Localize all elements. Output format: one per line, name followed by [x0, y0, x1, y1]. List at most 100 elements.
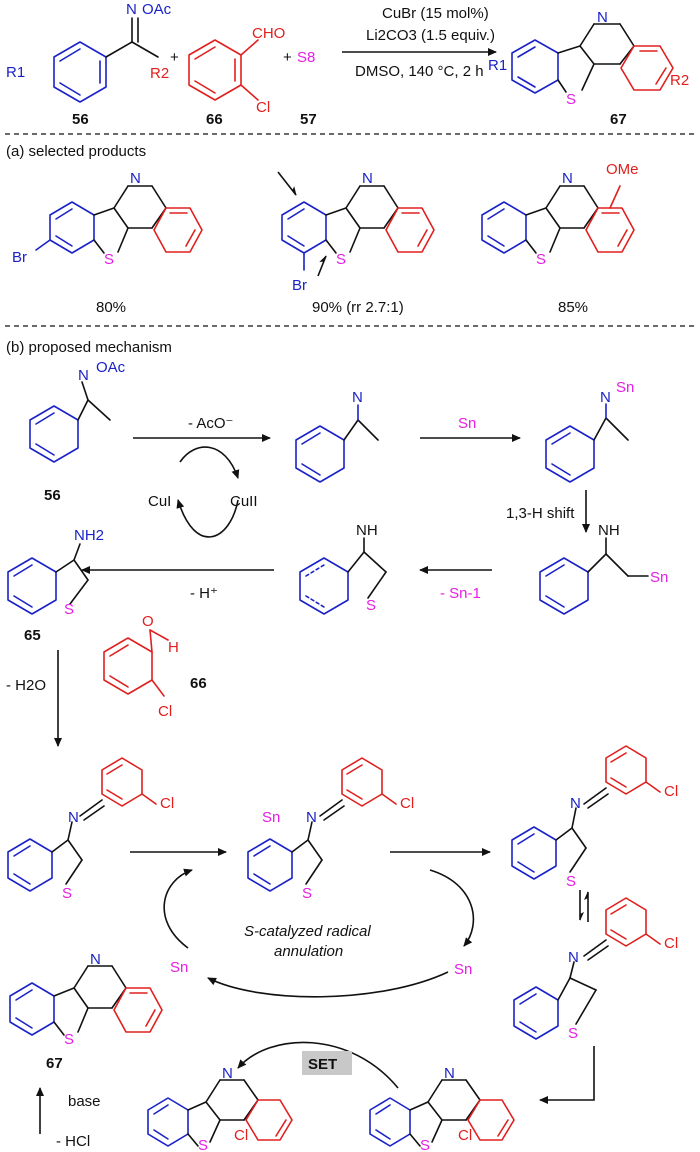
- plus-sign: +: [170, 49, 179, 66]
- mech-cyclized: NH S: [299, 522, 387, 615]
- sn-label: Sn: [650, 569, 668, 586]
- mech-67: N S 67: [9, 951, 163, 1072]
- cl-label: Cl: [256, 99, 270, 116]
- mech-n-sn: N Sn: [545, 379, 634, 483]
- mech-iminyl: N: [295, 389, 379, 483]
- cl-label: Cl: [158, 703, 172, 720]
- mech-imine-sn: NH Sn: [539, 522, 668, 615]
- shift-label: 1,3-H shift: [506, 505, 575, 522]
- nh-label: NH: [598, 522, 620, 539]
- sn-label: Sn: [170, 959, 188, 976]
- cycle-label-2: annulation: [274, 943, 343, 960]
- oac-label: OAc: [142, 1, 172, 18]
- h-label: H: [168, 639, 179, 656]
- mech-chloro-radical: N S Cl: [369, 1065, 515, 1152]
- regio-arrow-2: [317, 255, 327, 277]
- regio-arrow-1: [277, 171, 297, 196]
- selected-product-3: N OMe S 85%: [481, 161, 639, 316]
- nh2-label: NH2: [74, 527, 104, 544]
- oac-label: OAc: [96, 359, 126, 376]
- sn-label: Sn: [262, 809, 280, 826]
- reagent-line-2: Li2CO3 (1.5 equiv.): [366, 27, 495, 44]
- cho-label: CHO: [252, 25, 285, 42]
- hcl-label: - HCl: [56, 1133, 90, 1150]
- section-b-title: (b) proposed mechanism: [6, 339, 172, 356]
- mech-66: O H Cl 66: [103, 613, 207, 720]
- mech-n-sn-adduct: N Sn Cl S: [247, 757, 414, 902]
- n-label: N: [306, 809, 317, 826]
- n-label: N: [562, 170, 573, 187]
- compound-57-label: 57: [300, 111, 317, 128]
- cl-label: Cl: [234, 1127, 248, 1144]
- n-label: N: [130, 170, 141, 187]
- yield-3: 85%: [558, 299, 588, 316]
- compound-66-label: 66: [206, 111, 223, 128]
- radical-annulation-cycle: Sn Sn S-catalyzed radical annulation: [163, 868, 475, 1089]
- s-label: S: [198, 1137, 208, 1152]
- sn-label: Sn: [458, 415, 476, 432]
- r2-label: R2: [670, 72, 689, 89]
- cl-label: Cl: [458, 1127, 472, 1144]
- s-label: S: [64, 1031, 74, 1048]
- br-label: Br: [12, 249, 27, 266]
- mech-56: N OAc 56: [29, 359, 126, 504]
- s-label: S: [420, 1137, 430, 1152]
- n-label: N: [126, 1, 137, 18]
- set-badge: SET: [302, 1051, 352, 1075]
- step-arrow-9: [539, 1046, 595, 1104]
- plus-sign: +: [283, 49, 292, 66]
- cl-label: Cl: [664, 935, 678, 952]
- n-label: N: [568, 949, 579, 966]
- h-minus-label: - H⁺: [190, 585, 218, 602]
- r1-label: R1: [6, 64, 25, 81]
- s-label: S: [566, 873, 576, 890]
- nh-label: NH: [356, 522, 378, 539]
- n-label: N: [78, 367, 89, 384]
- selected-product-2: Br N S 90% (rr 2.7:1): [277, 170, 435, 316]
- set-label: SET: [308, 1056, 337, 1073]
- n-label: N: [597, 9, 608, 26]
- s8-label: S8: [297, 49, 315, 66]
- sn1-label: - Sn-1: [440, 585, 481, 602]
- cu-cycle: CuI CuII: [148, 446, 258, 538]
- s-label: S: [566, 91, 576, 108]
- o-label: O: [142, 613, 154, 630]
- n-label: N: [222, 1065, 233, 1082]
- mech-imine: N Cl S: [7, 757, 174, 902]
- sn-label: Sn: [616, 379, 634, 396]
- br-label: Br: [292, 277, 307, 294]
- aco-label: - AcO⁻: [188, 415, 233, 432]
- s-label: S: [302, 885, 312, 902]
- n-label: N: [90, 951, 101, 968]
- cl-label: Cl: [160, 795, 174, 812]
- sn-label: Sn: [454, 961, 472, 978]
- product-67: R1 R2 N S 67: [488, 9, 689, 128]
- h2o-label: - H2O: [6, 677, 46, 694]
- cycle-label-1: S-catalyzed radical: [244, 923, 371, 940]
- section-a-title: (a) selected products: [6, 143, 146, 160]
- n-label: N: [68, 809, 79, 826]
- s-label: S: [568, 1025, 578, 1042]
- ome-label: OMe: [606, 161, 639, 178]
- cl-label: Cl: [664, 783, 678, 800]
- reagent-line-3: DMSO, 140 °C, 2 h: [355, 63, 484, 80]
- s-label: S: [366, 597, 376, 614]
- r1-label: R1: [488, 57, 507, 74]
- mech-radical-cation: N Cl S: [511, 745, 678, 890]
- n-label: N: [352, 389, 363, 406]
- s-label: S: [104, 251, 114, 268]
- yield-2: 90% (rr 2.7:1): [312, 299, 404, 316]
- selected-product-1: Br N S 80%: [12, 170, 203, 316]
- reagent-line-1: CuBr (15 mol%): [382, 5, 489, 22]
- cu2-label: CuII: [230, 493, 258, 510]
- compound-67-label: 67: [46, 1055, 63, 1072]
- reactant-56: R1 N OAc 56: [6, 1, 172, 128]
- yield-1: 80%: [96, 299, 126, 316]
- compound-56-label: 56: [72, 111, 89, 128]
- s-label: S: [536, 251, 546, 268]
- base-label: base: [68, 1093, 101, 1110]
- compound-66-label: 66: [190, 675, 207, 692]
- n-label: N: [362, 170, 373, 187]
- s-label: S: [336, 251, 346, 268]
- mech-chloro-adduct: N S Cl: [147, 1065, 293, 1152]
